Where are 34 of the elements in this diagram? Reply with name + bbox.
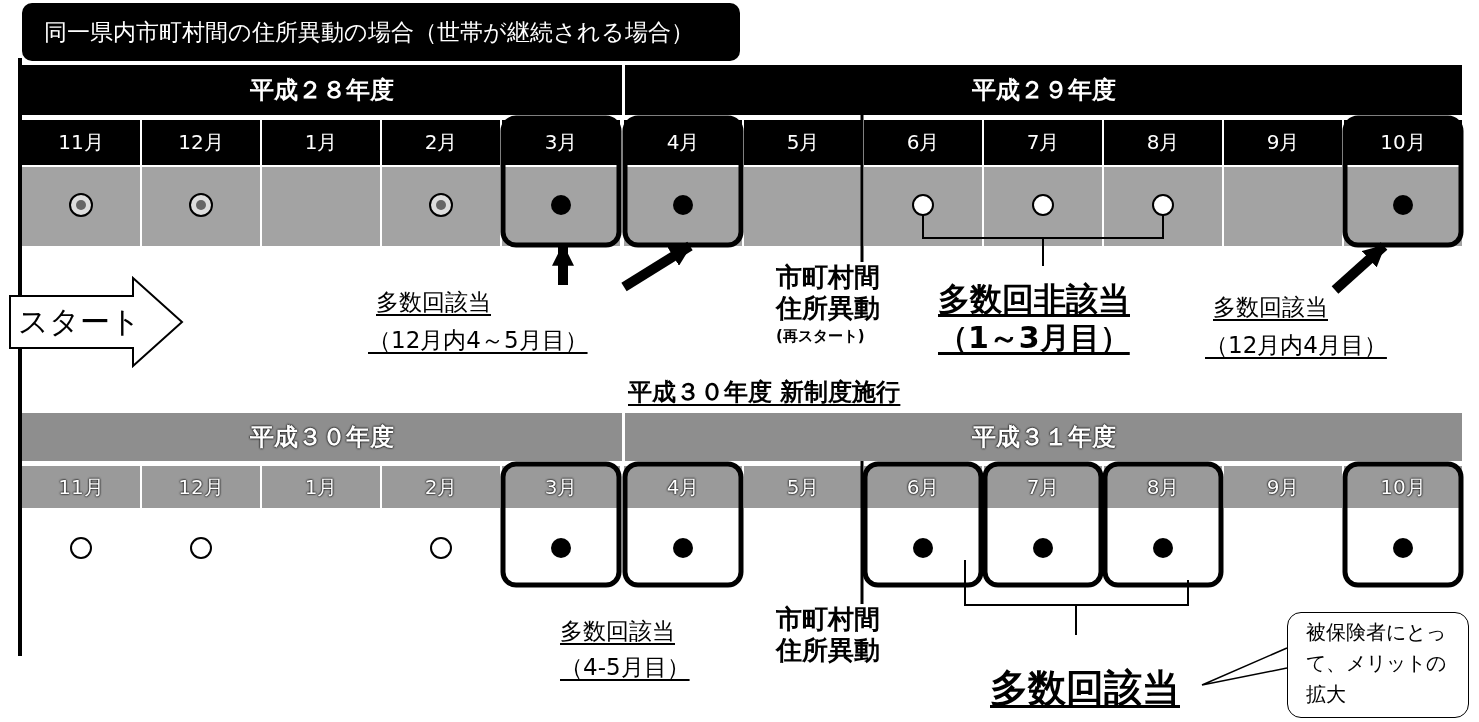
result-heading: 多数回該当: [376, 288, 491, 317]
year-bar: 平成３１年度: [625, 413, 1462, 461]
month-column: 2月: [382, 120, 500, 246]
result-note: （1～3月目）: [938, 319, 1130, 357]
year-bar: 平成２８年度: [22, 65, 622, 115]
month-column: 6月: [864, 120, 982, 246]
result-heading: 多数回非該当: [938, 279, 1130, 320]
month-column: 7月: [984, 120, 1102, 246]
callout-bubble: 被保険者にとって、メリットの拡大: [1287, 612, 1469, 718]
leader-line: [860, 461, 864, 604]
month-column: 11月: [22, 120, 140, 246]
year-bar: 平成３０年度: [22, 413, 622, 461]
arrow: [1331, 242, 1388, 294]
result-note: （12月内4～5月目）: [368, 326, 588, 355]
month-column: 1月: [262, 120, 380, 246]
result-heading: 多数回該当: [560, 617, 675, 646]
month-column: 12月: [142, 120, 260, 246]
title-bar: 同一県内市町村間の住所異動の場合（世帯が継続される場合）: [22, 3, 740, 61]
heading-text: 平成３０年度 新制度施行: [628, 377, 901, 408]
result-note: （12月内4月目）: [1205, 331, 1387, 360]
month-column: 8月: [1104, 120, 1222, 246]
callout-tail: [1201, 647, 1288, 686]
arrow-label: スタート: [18, 303, 141, 341]
note-text: 市町村間住所異動: [776, 262, 881, 324]
note-subtext: (再スタート): [776, 326, 866, 347]
note-text: 市町村間住所異動: [776, 604, 881, 666]
result-heading: 多数回該当: [1213, 293, 1328, 322]
arrow: [621, 241, 693, 292]
leader-line: [860, 115, 864, 262]
month-column: 9月: [1224, 120, 1342, 246]
result-heading: 多数回該当: [990, 662, 1202, 714]
month-column: 5月: [744, 120, 862, 246]
year-bar: 平成２９年度: [625, 65, 1462, 115]
result-note: （4-5月目）: [560, 653, 690, 682]
